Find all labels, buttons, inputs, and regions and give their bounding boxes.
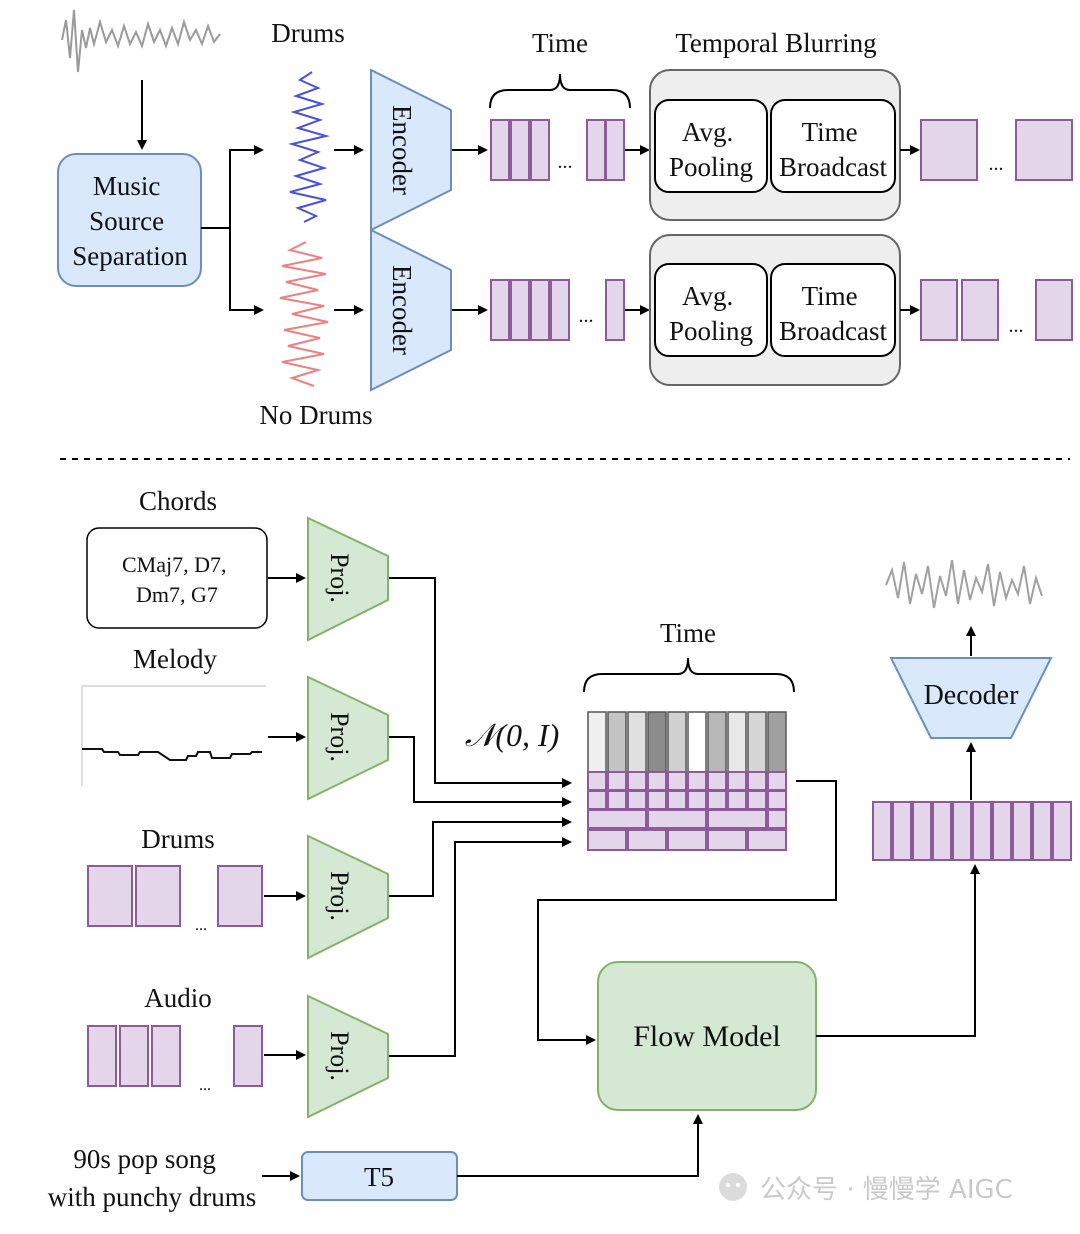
temporal-blurring-block-no-drums: [649, 234, 901, 386]
chords-proj-block: [307, 516, 389, 642]
drums-condition-ellipsis: ...: [195, 917, 207, 934]
arrow-chords-proj-to-grid: [389, 577, 572, 788]
no-drums-blurred-ellipsis: ...: [1009, 315, 1024, 337]
mss-label-line1: Music: [93, 171, 161, 201]
top-time-label: Time: [532, 28, 588, 58]
no-drums-waveform-icon: [279, 241, 329, 387]
no-drums-encoder-label: Encoder: [387, 265, 417, 355]
svg-text:Time Broadcast: Time Broadcast: [779, 281, 887, 346]
drums-proj-block: [307, 834, 389, 960]
noisy-latent-grid: [587, 711, 787, 851]
svg-text:90s pop song with punchy d: 90s pop song with punchy drums: [48, 1144, 257, 1212]
drums-latent-ellipsis: ...: [558, 151, 573, 173]
time-broadcast-label-line1-b: Time: [802, 281, 858, 311]
time-broadcast-label-line1: Time: [802, 117, 858, 147]
chords-box: [86, 527, 268, 629]
arrow-flow-model-to-latents: [816, 864, 980, 1037]
mss-label-line3: Separation: [72, 241, 188, 271]
melody-label: Melody: [133, 644, 217, 674]
melody-proj-label: Proj.: [325, 712, 354, 762]
arrow-mss-to-drums: [201, 145, 264, 229]
arrow-audio-proj-to-grid: [389, 837, 572, 1057]
svg-text:Avg. Pooling: Avg. Pooling: [669, 281, 753, 346]
drums-encoder-label: Encoder: [387, 105, 417, 195]
drums-condition-label: Drums: [141, 824, 215, 854]
avg-pooling-label-line1: Avg.: [682, 117, 733, 147]
svg-text:Music Source Separatio: Music Source Separation: [72, 171, 188, 271]
svg-text:Time Broadcast: Time Broadcast: [779, 117, 887, 182]
audio-proj-label: Proj.: [325, 1031, 354, 1081]
drums-waveform-icon: [288, 71, 330, 223]
audio-condition-frames: [87, 1025, 263, 1087]
temporal-blurring-block-drums: [649, 69, 901, 221]
watermark: 公众号 · 慢慢学 AIGC: [719, 1173, 1013, 1205]
bottom-time-brace: [583, 657, 795, 693]
prompt-text-line1: 90s pop song: [73, 1144, 216, 1174]
no-drums-blurred-frames: [920, 279, 1073, 341]
bottom-time-label: Time: [660, 618, 716, 648]
melody-plot: [81, 685, 266, 786]
top-time-brace: [489, 73, 631, 109]
output-waveform-icon: [885, 559, 1043, 609]
decoder-label: Decoder: [924, 680, 1020, 711]
svg-text:CMaj7, D7, Dm7, G7: CMaj7, D7, Dm7, G7: [122, 552, 232, 607]
melody-proj-block: [307, 675, 389, 801]
chords-label: Chords: [139, 486, 217, 516]
drums-condition-frames: [87, 865, 263, 927]
noise-distribution-label: 𝒩(0, I): [465, 717, 560, 753]
t5-label: T5: [364, 1162, 394, 1192]
drums-encoder-block: [370, 68, 452, 232]
chords-text-line1: CMaj7, D7,: [122, 552, 227, 577]
wechat-icon: [719, 1173, 747, 1201]
watermark-text: 公众号 · 慢慢学 AIGC: [760, 1175, 1013, 1205]
prompt-text-line2: with punchy drums: [48, 1182, 257, 1212]
no-drums-encoder-block: [370, 228, 452, 392]
flow-model-label: Flow Model: [633, 1020, 781, 1053]
music-source-separation-box: [57, 153, 202, 287]
mss-label-line2: Source: [89, 206, 164, 236]
drums-blurred-frames: [920, 119, 1073, 181]
arrow-t5-to-flow-model: [457, 1114, 703, 1177]
audio-condition-ellipsis: ...: [199, 1077, 211, 1094]
decoder-block: [889, 657, 1053, 739]
time-broadcast-label-line2-b: Broadcast: [779, 316, 887, 346]
avg-pooling-label-line2-b: Pooling: [669, 316, 753, 346]
avg-pooling-label-line2: Pooling: [669, 152, 753, 182]
arrow-melody-proj-to-grid: [389, 736, 572, 807]
drums-latent-frames: [490, 119, 625, 181]
arrow-grid-to-flow-model: [537, 780, 837, 1045]
audio-condition-label: Audio: [144, 983, 212, 1013]
temporal-blurring-label: Temporal Blurring: [675, 28, 876, 58]
avg-pooling-label-line1-b: Avg.: [682, 281, 733, 311]
audio-proj-block: [307, 994, 389, 1119]
no-drums-latent-ellipsis: ...: [579, 305, 594, 327]
drums-stem-label: Drums: [271, 18, 345, 48]
svg-text:Avg. Pooling: Avg. Pooling: [669, 117, 753, 182]
arrow-drums-proj-to-grid: [389, 817, 572, 897]
drums-blurred-ellipsis: ...: [989, 153, 1004, 175]
time-broadcast-label-line2: Broadcast: [779, 152, 887, 182]
generated-latent-frames: [872, 801, 1072, 861]
no-drums-stem-label: No Drums: [259, 400, 372, 430]
input-waveform-icon: [61, 9, 221, 73]
drums-proj-label: Proj.: [325, 871, 354, 921]
chords-proj-label: Proj.: [325, 553, 354, 603]
arrow-mss-to-no-drums: [229, 228, 264, 315]
no-drums-latent-frames: [490, 279, 625, 341]
chords-text-line2: Dm7, G7: [136, 582, 218, 607]
